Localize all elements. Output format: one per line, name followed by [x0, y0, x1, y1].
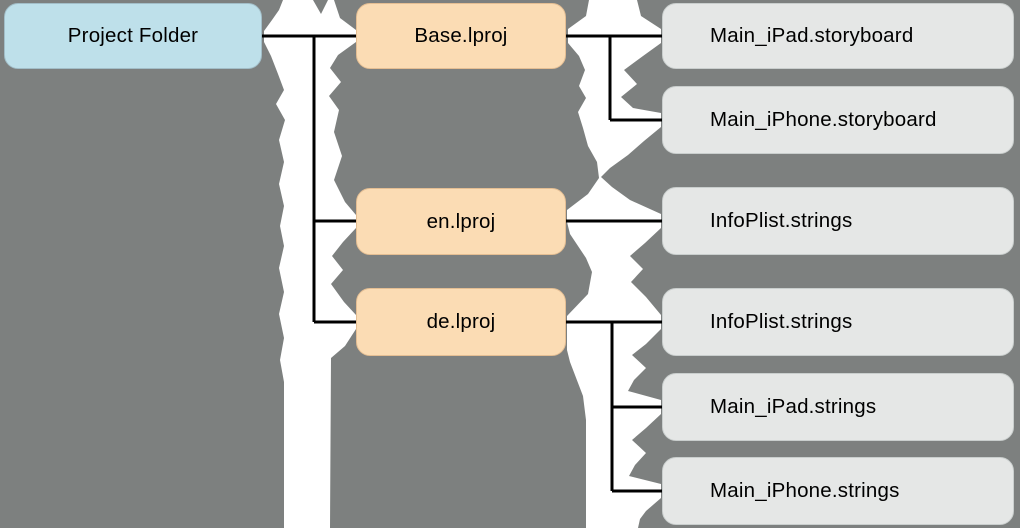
node-project-folder: Project Folder [4, 3, 262, 69]
node-main-ipad-storyboard: Main_iPad.storyboard [662, 3, 1014, 69]
node-main-iphone-storyboard: Main_iPhone.storyboard [662, 86, 1014, 154]
connector-project-to-lproj [262, 34, 356, 324]
connector-base-to-storyboards [566, 34, 662, 122]
torn-paper-gap-left [264, 0, 356, 528]
node-main-iphone-strings: Main_iPhone.strings [662, 457, 1014, 525]
node-infoplist-strings-en: InfoPlist.strings [662, 187, 1014, 255]
node-base-lproj: Base.lproj [356, 3, 566, 69]
connector-de-to-strings [566, 320, 662, 493]
node-main-ipad-strings: Main_iPad.strings [662, 373, 1014, 441]
node-en-lproj: en.lproj [356, 188, 566, 255]
torn-paper-gap-right [567, 0, 661, 528]
node-de-lproj: de.lproj [356, 288, 566, 356]
node-infoplist-strings-de: InfoPlist.strings [662, 288, 1014, 356]
